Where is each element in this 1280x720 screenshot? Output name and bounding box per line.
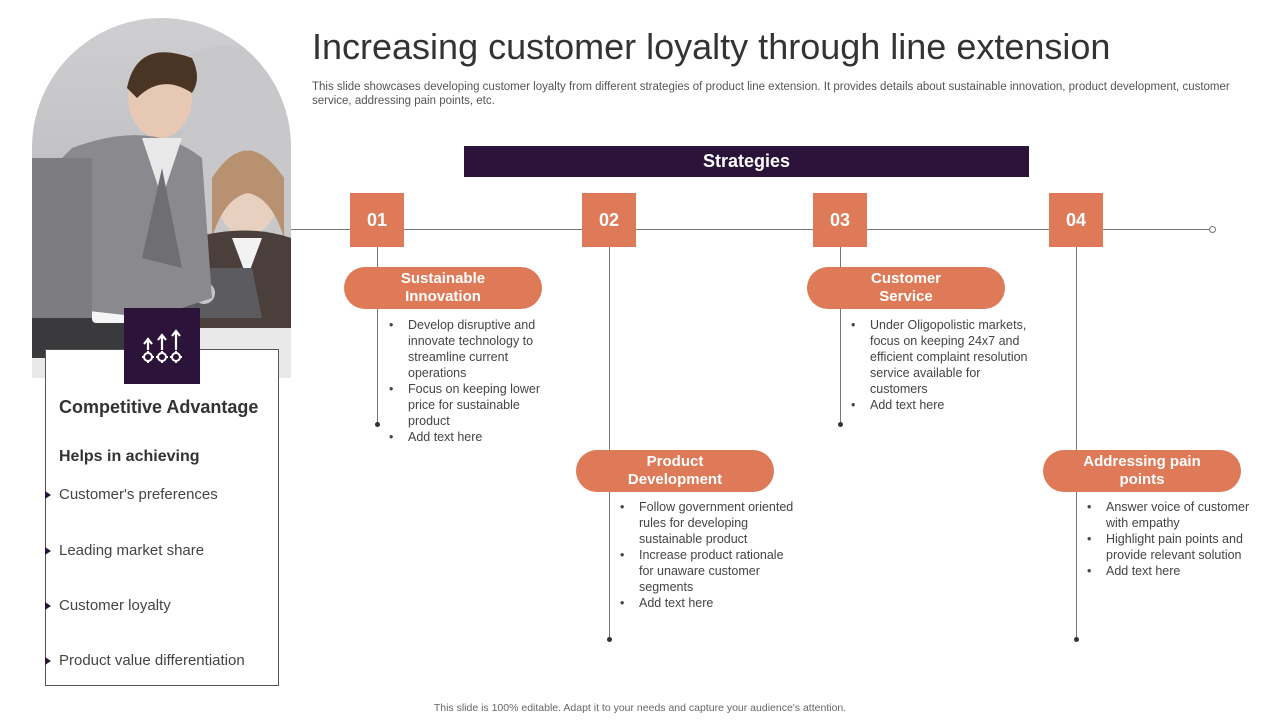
list-item: Add text here <box>389 429 557 445</box>
page-title: Increasing customer loyalty through line… <box>312 26 1111 67</box>
step-bullets-customer-service: Under Oligopolistic markets, focus on ke… <box>851 317 1031 413</box>
step-bullets-product-development: Follow government oriented rules for dev… <box>620 499 800 611</box>
list-item: Highlight pain points and provide releva… <box>1087 531 1263 563</box>
step-title-sustainable-innovation: Sustainable Innovation <box>344 267 542 309</box>
connector-line <box>840 247 841 425</box>
list-item: Add text here <box>851 397 1031 413</box>
list-item: Follow government oriented rules for dev… <box>620 499 800 547</box>
triangle-bullet-icon <box>45 547 51 555</box>
step-title-addressing-pain-points: Addressing pain points <box>1043 450 1241 492</box>
advantage-item: Leading market share <box>59 542 205 559</box>
team-photo <box>32 18 291 378</box>
competitive-advantage-panel <box>45 349 279 686</box>
connector-dot <box>838 422 843 427</box>
step-bullets-sustainable-innovation: Develop disruptive and innovate technolo… <box>389 317 557 445</box>
list-item: Increase product rationale for unaware c… <box>620 547 800 595</box>
step-number-02: 02 <box>582 193 636 247</box>
triangle-bullet-icon <box>45 602 51 610</box>
triangle-bullet-icon <box>45 657 51 665</box>
growth-arrows-gears-icon <box>124 308 200 384</box>
step-number-04: 04 <box>1049 193 1103 247</box>
triangle-bullet-icon <box>45 491 51 499</box>
step-bullets-addressing-pain-points: Answer voice of customer with empathy Hi… <box>1087 499 1263 579</box>
advantage-item: Customer loyalty <box>59 597 171 614</box>
timeline-line <box>291 229 1211 230</box>
connector-dot <box>1074 637 1079 642</box>
list-item: Add text here <box>1087 563 1263 579</box>
list-item: Develop disruptive and innovate technolo… <box>389 317 557 381</box>
strategies-header: Strategies <box>464 146 1029 177</box>
advantage-item: Product value differentiation <box>59 652 245 669</box>
connector-line <box>1076 247 1077 640</box>
people-at-laptop-illustration <box>32 45 291 378</box>
step-number-01: 01 <box>350 193 404 247</box>
list-item: Focus on keeping lower price for sustain… <box>389 381 557 429</box>
advantage-item: Customer's preferences <box>59 486 218 503</box>
slide-footer: This slide is 100% editable. Adapt it to… <box>433 702 847 714</box>
timeline-end-marker <box>1209 226 1216 233</box>
list-item: Add text here <box>620 595 800 611</box>
connector-dot <box>375 422 380 427</box>
advantage-subtitle: Helps in achieving <box>59 448 200 465</box>
connector-dot <box>607 637 612 642</box>
list-item: Answer voice of customer with empathy <box>1087 499 1263 531</box>
step-number-03: 03 <box>813 193 867 247</box>
growth-arrows-gears-glyph <box>142 329 182 363</box>
connector-line <box>377 247 378 425</box>
step-title-product-development: Product Development <box>576 450 774 492</box>
advantage-title: Competitive Advantage <box>59 397 259 417</box>
connector-line <box>609 247 610 640</box>
step-title-customer-service: Customer Service <box>807 267 1005 309</box>
slide-description: This slide showcases developing customer… <box>312 81 1230 107</box>
list-item: Under Oligopolistic markets, focus on ke… <box>851 317 1031 397</box>
